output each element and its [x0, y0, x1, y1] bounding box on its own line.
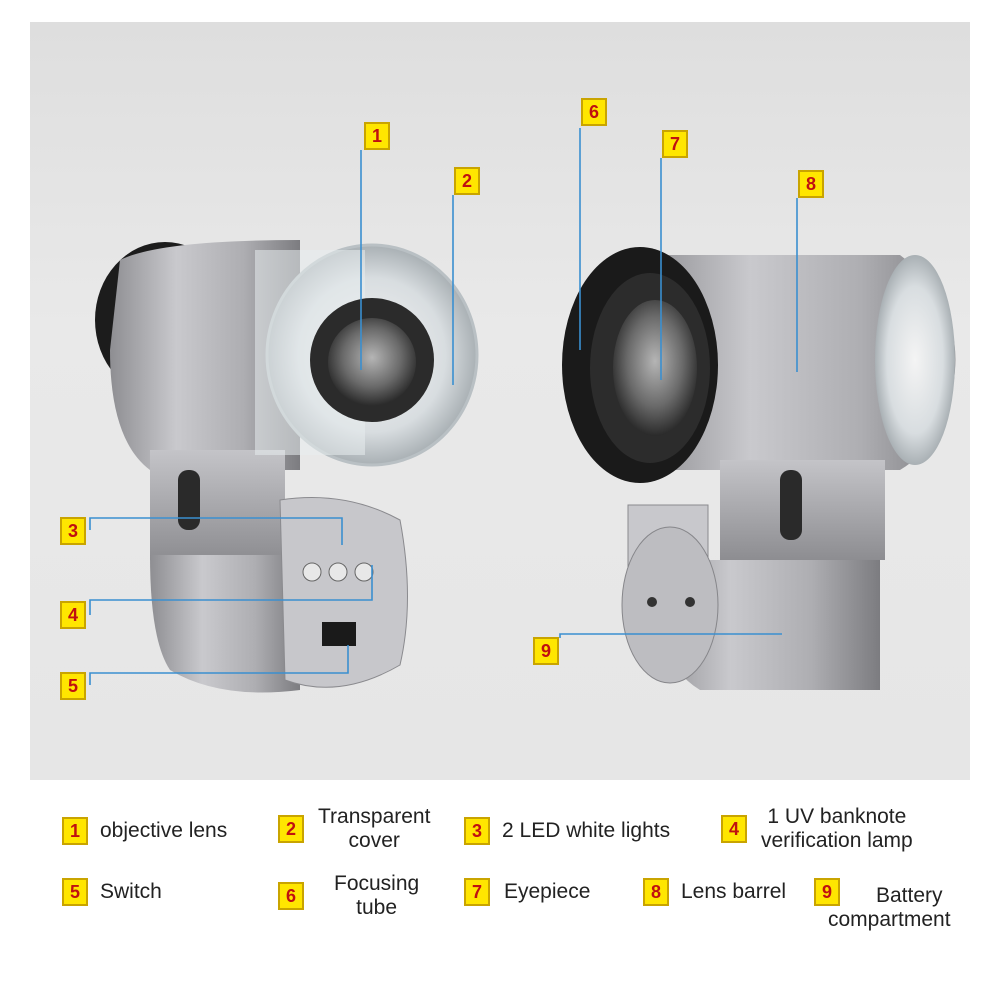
callout-2: 2 — [454, 167, 480, 195]
legend-label: Focusing tube — [334, 872, 419, 920]
callout-8: 8 — [798, 170, 824, 198]
legend-number: 3 — [464, 817, 490, 845]
legend-item-7: 7 Eyepiece — [464, 878, 590, 906]
legend-label: Lens barrel — [681, 880, 787, 903]
legend-line: Battery — [876, 884, 943, 907]
legend-item-4: 4 1 UV banknote verification lamp — [721, 805, 913, 853]
legend-item-2: 2 Transparent cover — [278, 805, 430, 853]
legend-item-1: 1 objective lens — [62, 817, 227, 845]
legend-number: 2 — [278, 815, 304, 843]
legend-number: 7 — [464, 878, 490, 906]
legend-item-5: 5 Switch — [62, 878, 162, 906]
callout-3: 3 — [60, 517, 86, 545]
leader-lines — [89, 128, 798, 685]
legend-label: 2 LED white lights — [502, 819, 671, 842]
legend-line: compartment — [828, 908, 951, 931]
callout-1: 1 — [364, 122, 390, 150]
legend-item-9: 9 Battery compartment — [814, 878, 951, 932]
callout-5: 5 — [60, 672, 86, 700]
legend-label: 1 UV banknote verification lamp — [761, 805, 913, 853]
legend-item-8: 8 Lens barrel — [643, 878, 786, 906]
callout-7: 7 — [662, 130, 688, 158]
legend-line: cover — [348, 829, 400, 852]
legend-line: Transparent — [318, 805, 431, 828]
legend-line: tube — [356, 896, 398, 919]
legend-label: Transparent cover — [318, 805, 430, 853]
legend-label: objective lens — [100, 819, 228, 842]
callout-9: 9 — [533, 637, 559, 665]
legend-label: Eyepiece — [504, 880, 591, 903]
legend-line: Focusing — [334, 872, 420, 895]
legend-line: 1 UV banknote — [767, 805, 907, 828]
legend-label: Battery compartment — [828, 884, 951, 932]
legend-number: 1 — [62, 817, 88, 845]
legend-number: 5 — [62, 878, 88, 906]
legend-number: 8 — [643, 878, 669, 906]
legend-label: Switch — [100, 880, 162, 903]
legend-item-3: 3 2 LED white lights — [464, 817, 670, 845]
callout-6: 6 — [581, 98, 607, 126]
legend-item-6: 6 Focusing tube — [278, 872, 419, 920]
legend-number: 9 — [814, 878, 840, 906]
legend-number: 4 — [721, 815, 747, 843]
left-microscope — [95, 240, 479, 693]
right-microscope — [562, 247, 956, 690]
legend-line: verification lamp — [761, 829, 913, 852]
callout-4: 4 — [60, 601, 86, 629]
legend-number: 6 — [278, 882, 304, 910]
